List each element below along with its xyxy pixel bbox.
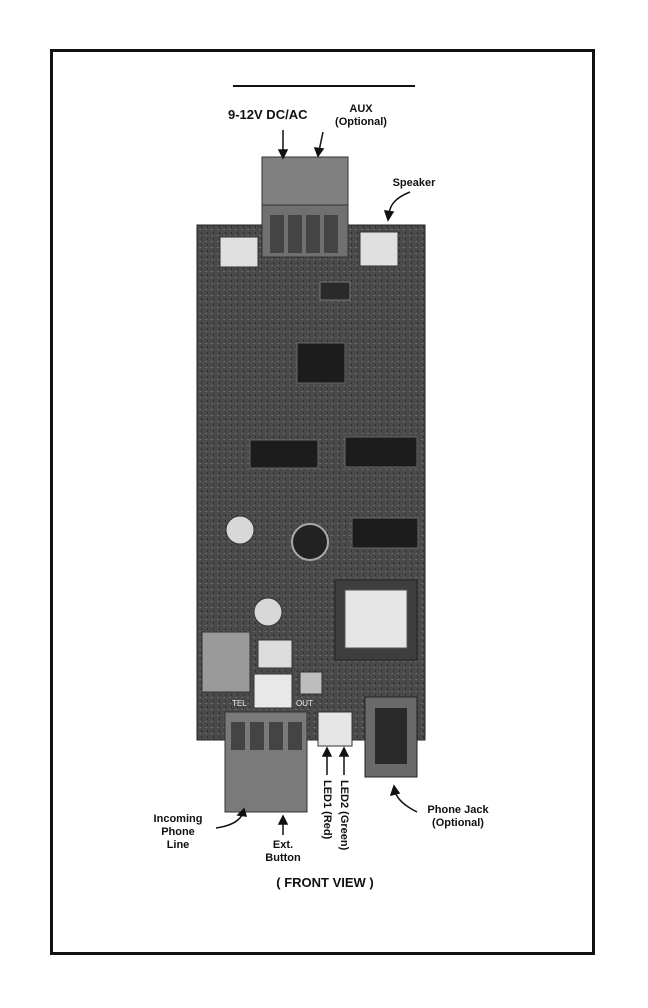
phone-jack-label: Phone Jack (Optional) xyxy=(418,804,498,830)
incoming-line-1: Incoming xyxy=(143,813,213,826)
main-mcu-chip xyxy=(297,343,345,383)
phone-jack-line-2: (Optional) xyxy=(418,817,498,830)
ext-line-1: Ext. xyxy=(255,839,311,852)
incoming-line-label: Incoming Phone Line xyxy=(143,813,213,852)
phone-jack-rj11 xyxy=(365,697,417,777)
power-label: 9-12V DC/AC xyxy=(228,108,338,121)
white-block-1 xyxy=(258,640,292,668)
ic-bottom xyxy=(352,518,418,548)
memory-chip-right xyxy=(345,437,417,467)
relay xyxy=(202,632,250,692)
tel-mark: TEL xyxy=(232,699,247,708)
front-view-caption: ( FRONT VIEW ) xyxy=(255,876,395,889)
incoming-line-2: Phone xyxy=(143,826,213,839)
capacitor-2 xyxy=(254,598,282,626)
speaker-header xyxy=(360,232,398,266)
ext-line-2: Button xyxy=(255,852,311,865)
incoming-line-3: Line xyxy=(143,839,213,852)
push-button xyxy=(300,672,322,694)
phone-jack-line-1: Phone Jack xyxy=(418,804,498,817)
microphone-socket xyxy=(292,524,328,560)
line-transformer xyxy=(335,580,417,660)
speaker-label: Speaker xyxy=(384,177,444,190)
white-block-2 xyxy=(254,674,292,708)
capacitor-1 xyxy=(226,516,254,544)
aux-label: AUX (Optional) xyxy=(326,103,396,129)
out-mark: OUT xyxy=(296,699,313,708)
phone-jack-arrow xyxy=(395,792,417,812)
led2-label: LED2 (Green) xyxy=(338,780,350,850)
aux-label-line1: AUX xyxy=(326,103,396,116)
speaker-arrow xyxy=(389,192,410,214)
incoming-arrow xyxy=(216,815,242,828)
ext-button-label: Ext. Button xyxy=(255,839,311,865)
led-header xyxy=(318,712,352,746)
led1-label: LED1 (Red) xyxy=(321,780,333,839)
aux-label-line2: (Optional) xyxy=(326,116,396,129)
memory-chip-left xyxy=(250,440,318,468)
aux-header xyxy=(220,237,258,267)
phone-line-terminal-block xyxy=(225,712,307,812)
power-terminal-block xyxy=(262,157,348,257)
crystal xyxy=(320,282,350,300)
